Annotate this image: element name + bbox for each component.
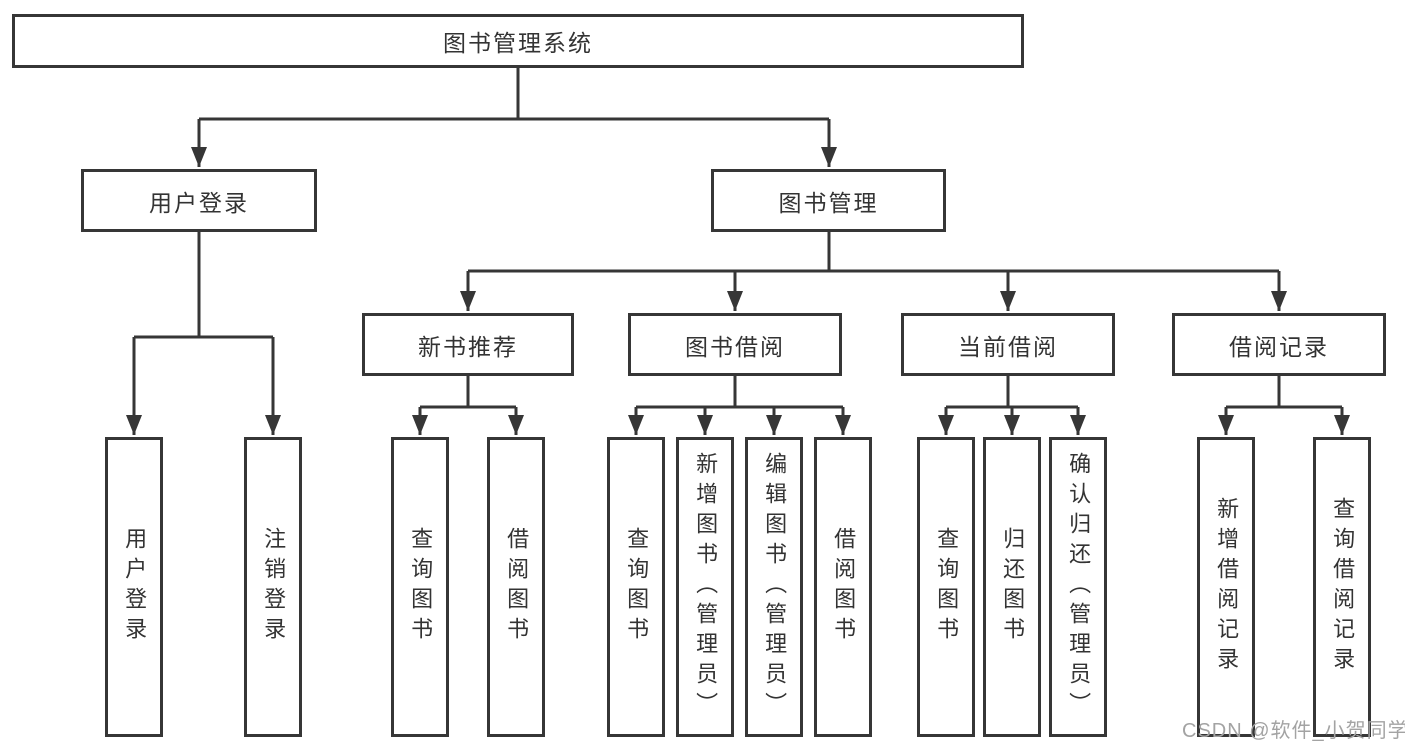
leaf-confirm-return-admin-label: 确认归还（管理员） [1066,452,1092,722]
node-library-system: 图书管理系统 [12,14,1024,68]
leaf-current-query-books-label: 查询图书 [934,527,960,647]
leaf-logout: 注销登录 [244,437,302,737]
leaf-recommend-query-books: 查询图书 [391,437,449,737]
leaf-user-login: 用户登录 [105,437,163,737]
leaf-borrow-query-books-label: 查询图书 [624,527,650,647]
wire-book-borrow-children [628,376,851,435]
node-book-management-label: 图书管理 [778,189,879,216]
wire-user-login-children [126,232,281,435]
leaf-confirm-return-admin: 确认归还（管理员） [1049,437,1107,737]
leaf-add-books-admin-label: 新增图书（管理员） [693,452,719,722]
node-borrow-records: 借阅记录 [1172,313,1386,376]
leaf-current-query-books: 查询图书 [917,437,975,737]
leaf-return-books-label: 归还图书 [1000,527,1026,647]
leaf-recommend-borrow-books-label: 借阅图书 [504,527,530,647]
watermark: CSDN @软件_小贺同学 [1182,720,1405,742]
node-book-borrow-label: 图书借阅 [685,333,785,360]
leaf-recommend-borrow-books: 借阅图书 [487,437,545,737]
leaf-add-borrow-record: 新增借阅记录 [1197,437,1255,737]
node-user-login-label: 用户登录 [149,189,249,216]
leaf-edit-books-admin: 编辑图书（管理员） [745,437,803,737]
node-current-borrow: 当前借阅 [901,313,1115,376]
leaf-query-borrow-record-label: 查询借阅记录 [1330,497,1356,677]
leaf-query-borrow-record: 查询借阅记录 [1313,437,1371,737]
node-borrow-records-label: 借阅记录 [1229,333,1329,360]
wire-book-management-children [460,232,1287,311]
node-new-book-recommend-label: 新书推荐 [418,333,518,360]
node-library-system-label: 图书管理系统 [443,30,593,56]
leaf-add-borrow-record-label: 新增借阅记录 [1214,497,1240,677]
node-current-borrow-label: 当前借阅 [958,333,1058,360]
wire-root-to-level2 [191,68,837,167]
leaf-borrow-books: 借阅图书 [814,437,872,737]
node-book-management: 图书管理 [711,169,946,232]
leaf-add-books-admin: 新增图书（管理员） [676,437,734,737]
node-new-book-recommend: 新书推荐 [362,313,574,376]
wire-current-borrow-children [938,376,1086,435]
leaf-logout-label: 注销登录 [261,527,287,647]
leaf-borrow-query-books: 查询图书 [607,437,665,737]
leaf-user-login-label: 用户登录 [122,527,148,647]
leaf-edit-books-admin-label: 编辑图书（管理员） [762,452,788,722]
leaf-borrow-books-label: 借阅图书 [831,527,857,647]
node-user-login: 用户登录 [81,169,317,232]
leaf-return-books: 归还图书 [983,437,1041,737]
wire-new-book-recommend-children [412,376,524,435]
leaf-recommend-query-books-label: 查询图书 [408,527,434,647]
wire-borrow-records-children [1218,376,1350,435]
node-book-borrow: 图书借阅 [628,313,842,376]
